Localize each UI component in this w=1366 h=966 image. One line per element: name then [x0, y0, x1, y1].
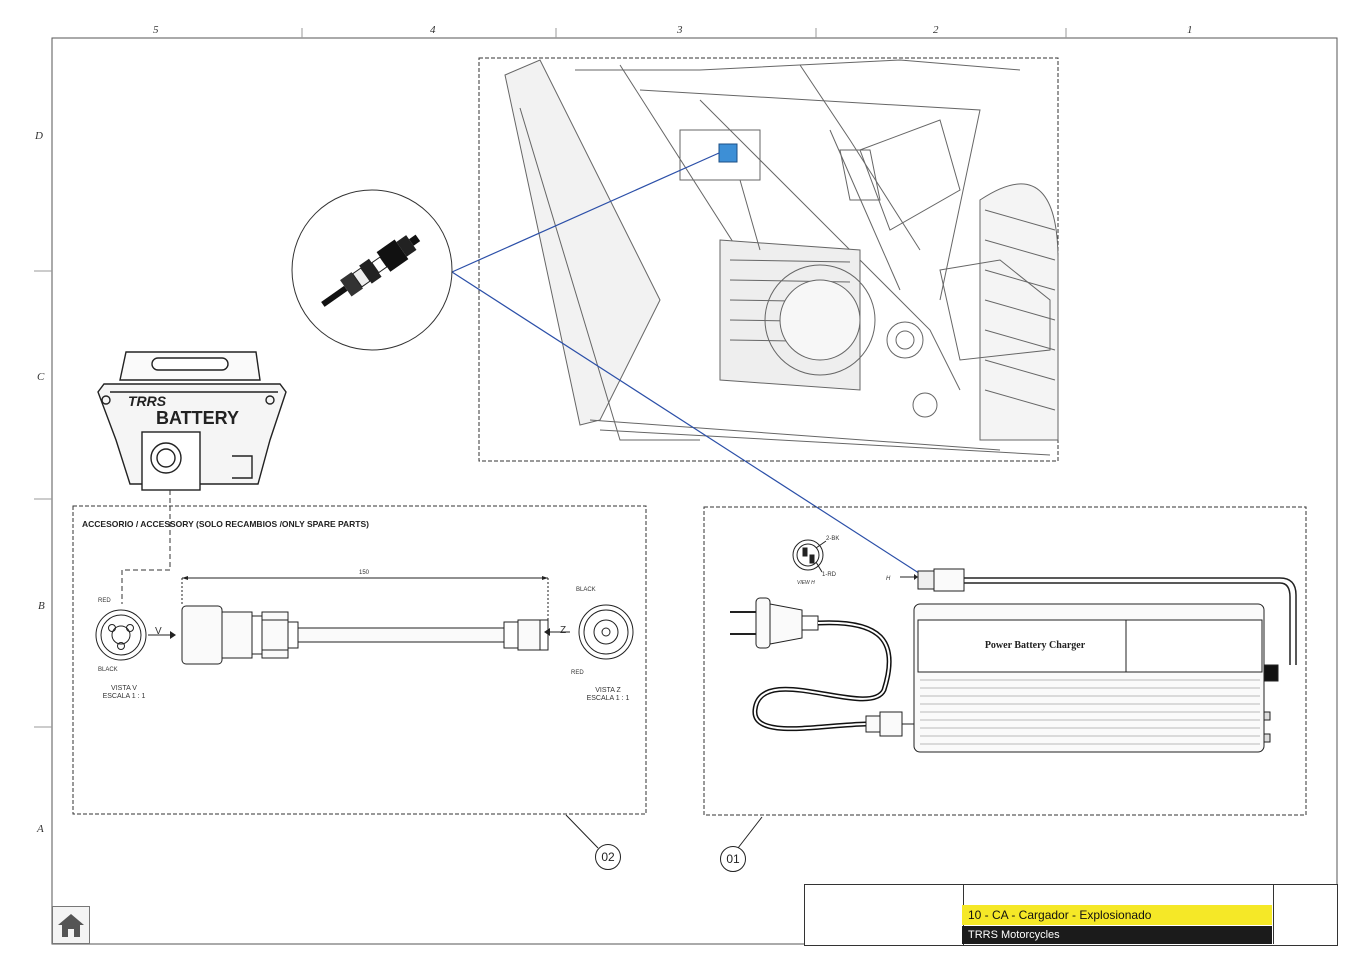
connector-highlight: [718, 143, 738, 163]
row-letter: C: [37, 371, 45, 383]
view-v-caption: VISTA V ESCALA 1 : 1: [102, 685, 146, 700]
callout-02-leader: [565, 814, 599, 849]
callout-01: 01: [720, 846, 746, 872]
view-z-wire-top: BLACK: [576, 587, 596, 593]
battery-brand: TRRS: [128, 393, 167, 409]
view-z-caption: VISTA Z ESCALA 1 : 1: [586, 687, 630, 702]
view-z-drawing: [578, 604, 634, 660]
charger-frame: [703, 506, 1307, 816]
charger-label: Power Battery Charger: [984, 640, 1086, 651]
home-icon: [58, 914, 84, 937]
accessory-title: ACCESORIO / ACCESSORY (SOLO RECAMBIOS /O…: [82, 519, 369, 529]
view-h-marker: H: [886, 576, 891, 582]
view-h-label: VIEW H: [797, 580, 815, 586]
sheet-border: [51, 37, 1338, 945]
battery-box: [97, 351, 287, 491]
zone-number: 1: [1187, 24, 1193, 36]
dimension-label: 150: [359, 570, 370, 576]
view-v-wire-bottom: BLACK: [98, 667, 118, 673]
leader-lines: [451, 152, 926, 578]
pin-2-label: 2-BK: [826, 536, 840, 542]
view-z-arrow-label: Z: [560, 625, 567, 636]
bike-frame-sketch: [504, 59, 1059, 456]
charger-input-plug: [865, 711, 914, 737]
zone-number: 5: [153, 24, 159, 36]
zoomed-connector: [321, 234, 421, 307]
home-button[interactable]: [52, 906, 90, 944]
charger-body: [913, 603, 1271, 753]
title-block-shield: [1273, 884, 1337, 944]
pin-1-label: 1-RD: [822, 572, 837, 578]
charger-output-cable: [900, 568, 1297, 682]
zone-number: 2: [933, 24, 939, 36]
battery-leader: [121, 490, 171, 604]
accessory-frame: [72, 505, 647, 815]
battery-label: BATTERY: [156, 408, 239, 428]
row-letter: A: [37, 823, 44, 835]
row-letter: D: [35, 130, 43, 142]
mains-plug: [730, 597, 819, 649]
zone-number: 3: [677, 24, 683, 36]
zone-number: 4: [430, 24, 436, 36]
row-letter: B: [38, 600, 45, 612]
title-block-logo: [805, 885, 964, 945]
view-v-wire-top: RED: [98, 598, 111, 604]
zone-ticks: [34, 28, 1067, 728]
callout-02: 02: [595, 844, 621, 870]
company-name: TRRS Motorcycles: [962, 926, 1272, 944]
drawing-title: 10 - CA - Cargador - Explosionado: [962, 905, 1272, 925]
view-z-wire-bottom: RED: [571, 670, 584, 676]
accessory-cable: [181, 577, 549, 665]
view-v-drawing: [95, 609, 170, 661]
view-h-drawing: [792, 539, 827, 573]
view-v-arrow-label: V: [155, 626, 162, 637]
callout-01-leader: [737, 816, 763, 849]
